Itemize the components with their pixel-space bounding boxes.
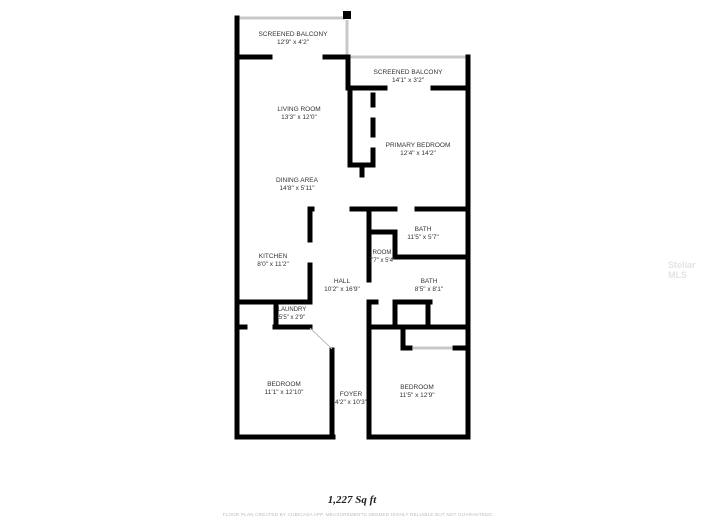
balcony-post bbox=[343, 11, 351, 19]
walls bbox=[234, 15, 471, 440]
disclaimer: FLOOR PLAN CREATED BY CUBICASA APP. MEAS… bbox=[222, 512, 494, 517]
total-area: 1,227 Sq ft bbox=[327, 494, 377, 506]
door-swing bbox=[309, 327, 333, 350]
watermark: Stellar MLS bbox=[668, 260, 696, 280]
